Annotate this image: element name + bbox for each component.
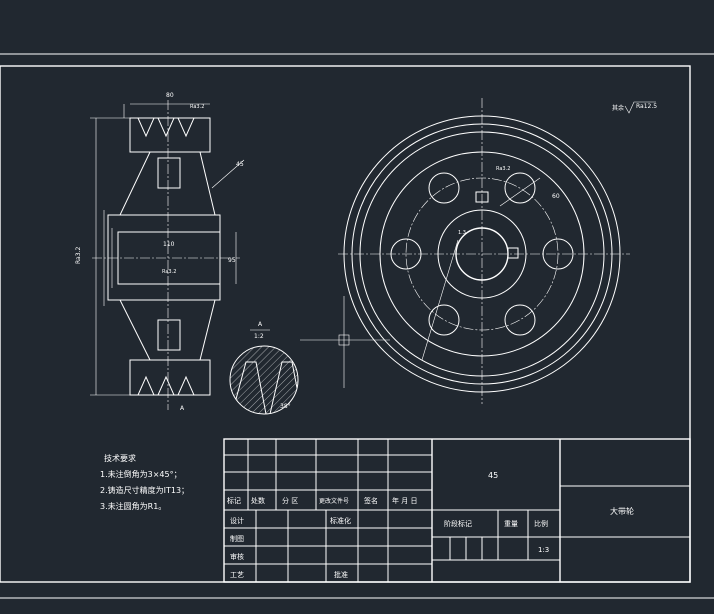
header-sign: 签名 — [364, 496, 378, 505]
dim-hub-length: 110 — [163, 241, 175, 248]
row-review: 审核 — [230, 552, 244, 561]
tech-item-3: 3.未注圆角为R1。 — [100, 501, 166, 511]
drawing-title: 大带轮 — [610, 506, 634, 516]
dim-top-width: 80 — [166, 92, 174, 99]
header-date: 年 月 日 — [392, 496, 417, 505]
scale-value: 1:3 — [538, 546, 549, 554]
detail-view: A 1:2 38° — [229, 321, 299, 415]
tech-item-1: 1.未注倒角为3×45°； — [100, 469, 182, 479]
header-count: 处数 — [251, 496, 265, 505]
dim-bore: 95 — [228, 257, 236, 264]
roughness-note: 其余 Ra12.5 — [612, 101, 657, 114]
row-process: 工艺 — [230, 571, 244, 579]
roughness-prefix: 其余 — [612, 104, 624, 112]
tech-heading: 技术要求 — [104, 453, 136, 463]
drawing-frame — [0, 53, 714, 599]
header-zone: 分 区 — [282, 496, 298, 505]
header-file: 更改文件号 — [319, 497, 349, 505]
scale-label: 比例 — [534, 519, 548, 528]
approve: 批准 — [334, 570, 348, 579]
dim-keyway: 1.3 — [458, 230, 466, 236]
ra-top: Ra3.2 — [190, 104, 204, 110]
dim-left-label: Ra3.2 — [75, 247, 82, 264]
tech-item-2: 2.铸造尺寸精度为IT13； — [100, 485, 189, 495]
header-mark: 标记 — [227, 496, 241, 505]
detail-angle: 38° — [280, 403, 291, 410]
section-view: 80 Ra3.2 110 Ra3.2 95 45 A Ra3.2 — [75, 92, 245, 412]
title-block: 45 大带轮 标记 处数 分 区 更改文件号 签名 年 月 日 设计 制图 审核… — [223, 438, 691, 583]
technical-requirements: 技术要求 1.未注倒角为3×45°； 2.铸造尺寸精度为IT13； 3.未注圆角… — [100, 453, 189, 511]
side-view: 60 1.3 Ra3.2 — [300, 98, 630, 404]
material: 45 — [488, 471, 498, 480]
standardize: 标准化 — [330, 516, 351, 525]
section-mark-bottom: A — [180, 405, 185, 412]
detail-scale: 1:2 — [254, 333, 264, 340]
dim-angle: 45 — [236, 161, 244, 168]
roughness-value: Ra12.5 — [636, 103, 657, 110]
stage-mark: 阶段标记 — [444, 519, 472, 528]
row-draw: 制图 — [230, 534, 244, 543]
row-design: 设计 — [230, 516, 244, 525]
detail-label: A — [258, 321, 263, 328]
dim-right-dia: 60 — [552, 193, 560, 200]
ra-hole: Ra3.2 — [496, 166, 510, 172]
weight: 重量 — [504, 520, 518, 528]
ra-bore: Ra3.2 — [162, 269, 176, 275]
